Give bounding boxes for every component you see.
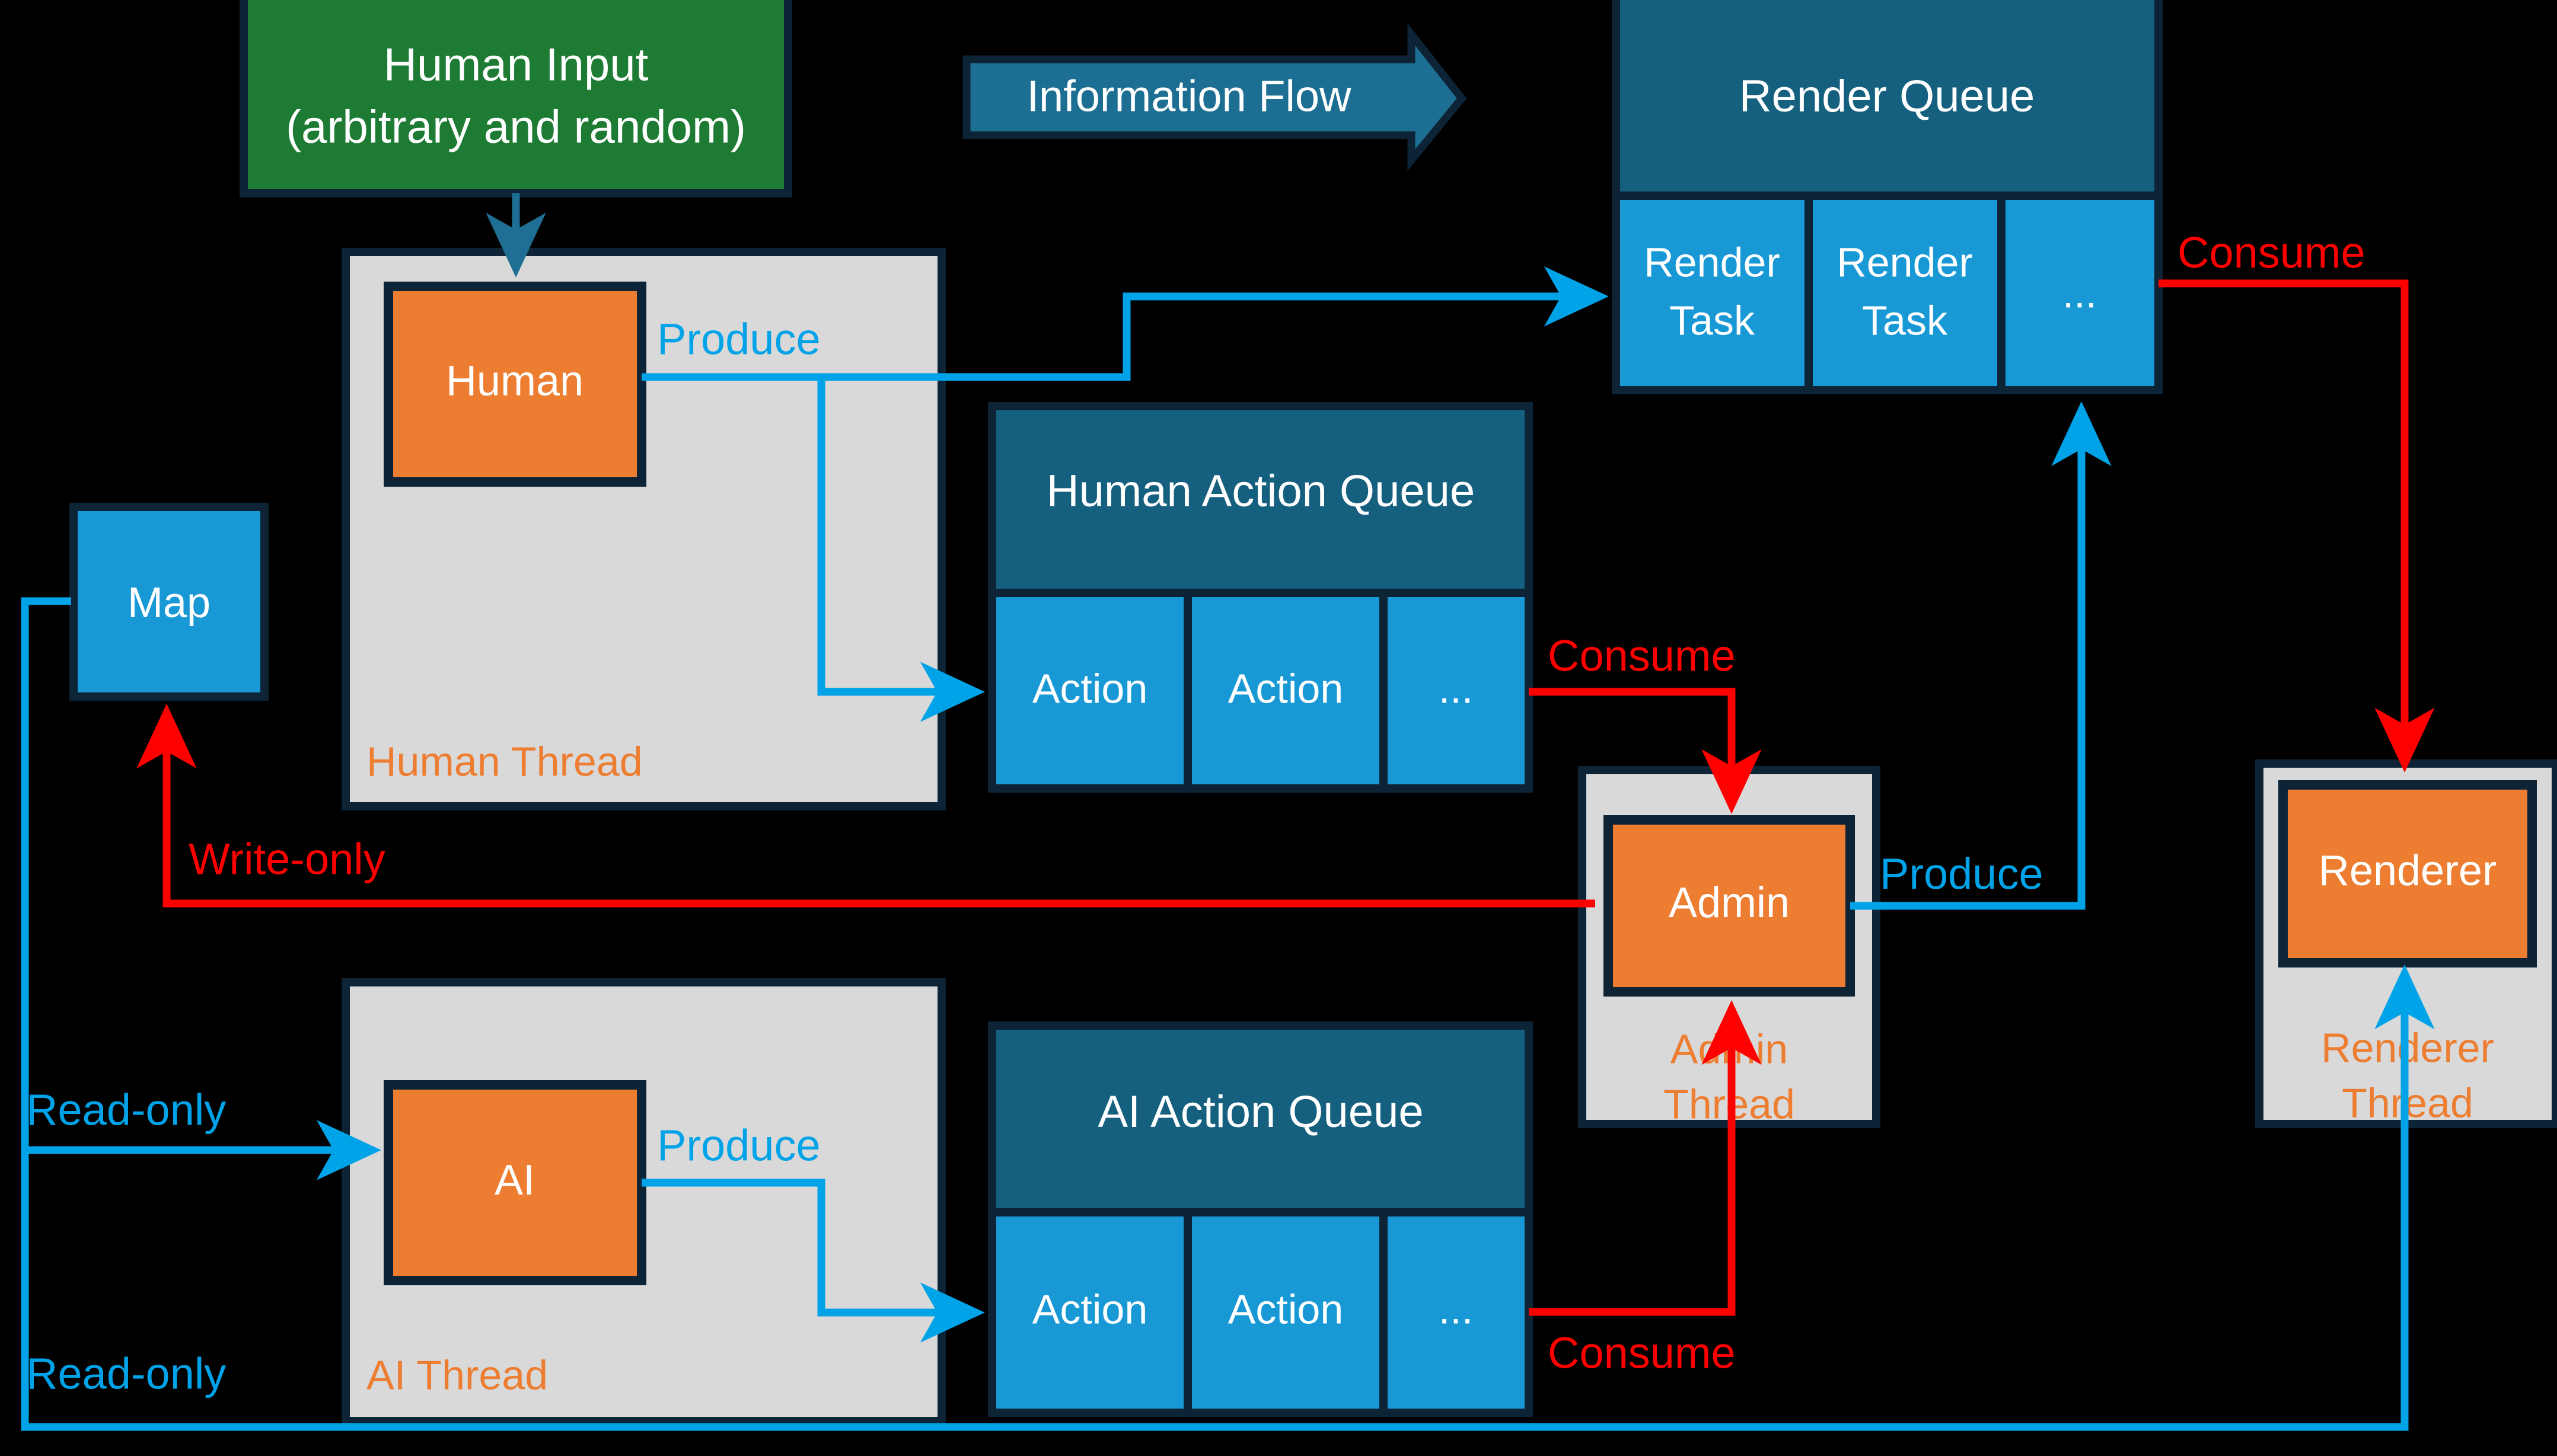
information-flow-label: Information Flow xyxy=(1027,72,1352,121)
ai-actor-box[interactable]: AI xyxy=(384,1080,646,1285)
human-input-label-line2: (arbitrary and random) xyxy=(286,101,746,153)
admin-produce-label: Produce xyxy=(1880,850,2043,899)
ai-queue-consume-label: Consume xyxy=(1548,1329,1736,1378)
ai-action-queue-cell[interactable]: Action xyxy=(1184,1208,1388,1417)
human-action-label: Action xyxy=(1032,665,1148,711)
ai-action-queue: AI Action Queue Action Action ... xyxy=(988,1021,1533,1417)
render-task-ellipsis-label: ... xyxy=(2062,270,2097,316)
human-action-queue-cell-ellipsis[interactable]: ... xyxy=(1379,589,1533,793)
render-task-label-line1: Render xyxy=(1837,239,1973,285)
render-task-label-line1: Render xyxy=(1644,239,1780,285)
ai-action-ellipsis-label: ... xyxy=(1439,1286,1473,1332)
ai-action-queue-cell-ellipsis[interactable]: ... xyxy=(1379,1208,1533,1417)
human-queue-consume-edge xyxy=(1529,688,1762,814)
ai-actor-label: AI xyxy=(495,1157,535,1204)
human-to-render-queue-edge xyxy=(642,266,1609,381)
ai-action-queue-title: AI Action Queue xyxy=(1098,1087,1423,1137)
renderer-actor-label: Renderer xyxy=(2319,847,2497,895)
render-queue-consume-label: Consume xyxy=(2177,228,2365,277)
render-queue-consume-edge xyxy=(2159,279,2435,772)
human-thread-label: Human Thread xyxy=(366,738,643,784)
ai-action-label: Action xyxy=(1032,1286,1148,1332)
read-only-renderer-label: Read-only xyxy=(26,1349,226,1398)
human-action-queue-cell[interactable]: Action xyxy=(1184,589,1388,793)
renderer-actor-box[interactable]: Renderer xyxy=(2278,780,2537,968)
write-only-edge xyxy=(136,704,1595,908)
human-produce-label: Produce xyxy=(657,315,821,364)
ai-action-label: Action xyxy=(1228,1286,1344,1332)
human-action-label: Action xyxy=(1228,665,1344,711)
human-input-label-line1: Human Input xyxy=(384,39,649,91)
ai-action-queue-cell[interactable]: Action xyxy=(988,1208,1192,1417)
render-queue-title: Render Queue xyxy=(1739,71,2035,122)
ai-to-ai-action-queue-edge xyxy=(642,1179,985,1343)
write-only-label: Write-only xyxy=(189,835,385,884)
map-label: Map xyxy=(127,579,211,627)
human-actor-label: Human xyxy=(446,357,584,405)
admin-to-render-queue-edge xyxy=(1850,401,2112,910)
admin-actor-box[interactable]: Admin xyxy=(1603,815,1855,997)
human-action-queue-cell[interactable]: Action xyxy=(988,589,1192,793)
human-to-human-action-queue-edge xyxy=(817,377,985,722)
human-input-box[interactable]: Human Input (arbitrary and random) xyxy=(240,0,792,197)
human-action-queue-title: Human Action Queue xyxy=(1047,466,1475,516)
render-queue-cell[interactable]: Render Task xyxy=(1804,191,2006,394)
ai-produce-label: Produce xyxy=(657,1121,821,1170)
human-action-queue: Human Action Queue Action Action ... xyxy=(988,402,1533,793)
human-action-ellipsis-label: ... xyxy=(1439,665,1473,711)
ai-queue-consume-edge xyxy=(1529,1000,1762,1316)
render-task-label-line2: Task xyxy=(1669,297,1755,343)
admin-actor-label: Admin xyxy=(1669,879,1790,927)
read-only-ai-edge xyxy=(21,597,381,1180)
human-actor-box[interactable]: Human xyxy=(384,282,646,487)
ai-thread-label: AI Thread xyxy=(366,1352,548,1398)
render-task-label-line2: Task xyxy=(1862,297,1948,343)
read-only-renderer-edge xyxy=(21,965,2435,1431)
human-queue-consume-label: Consume xyxy=(1548,631,1736,681)
render-queue-cell[interactable]: Render Task xyxy=(1612,191,1813,394)
information-flow-legend: Information Flow xyxy=(962,23,1467,171)
map-box[interactable]: Map xyxy=(69,503,269,701)
read-only-ai-label: Read-only xyxy=(26,1085,226,1135)
render-queue: Render Queue Render Task Render Task ... xyxy=(1612,0,2163,394)
render-queue-cell-ellipsis[interactable]: ... xyxy=(1997,191,2163,394)
